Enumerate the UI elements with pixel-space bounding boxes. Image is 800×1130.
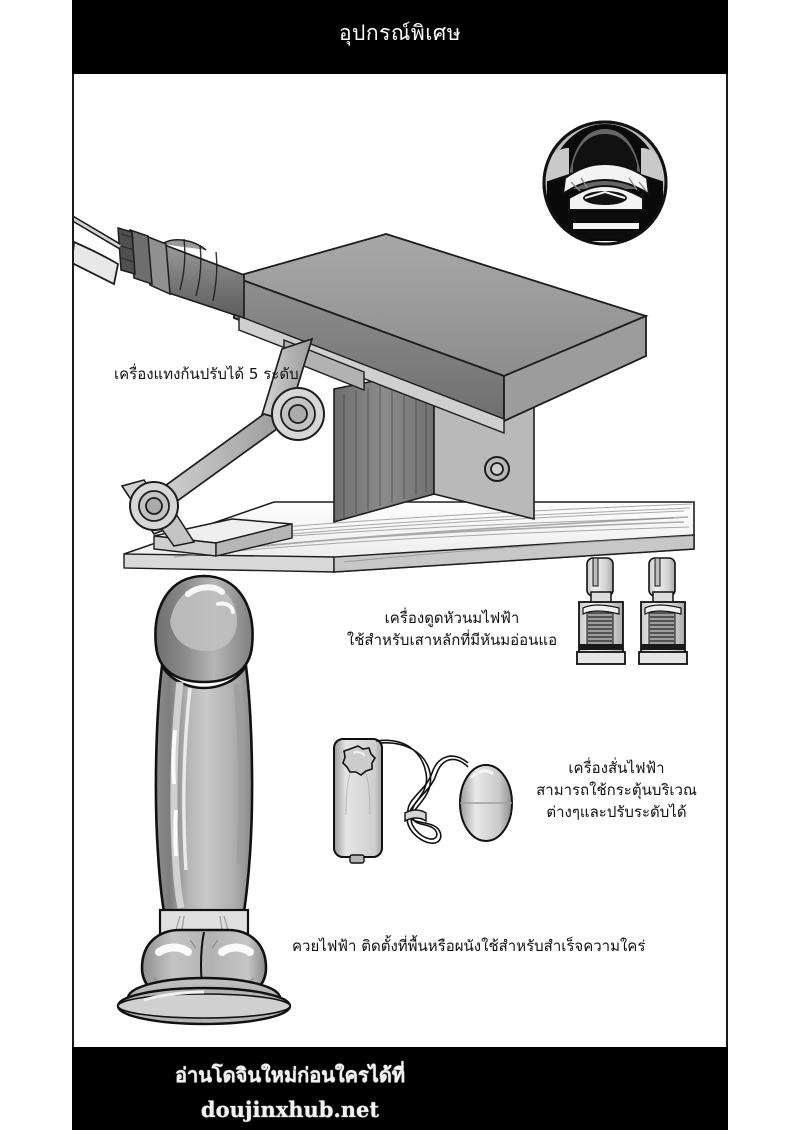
caption-nipple-pump-line1: เครื่องดูดหัวนมไฟฟ้า xyxy=(384,609,520,627)
footer-tagline: อ่านโดจินใหม่ก่อนใครได้ที่ xyxy=(174,1063,406,1087)
page-title: อุปกรณ์พิเศษ xyxy=(338,21,462,45)
caption-egg-vibrator: เครื่องสั่นไฟฟ้า สามารถใช้กระตุ้นบริเวณ … xyxy=(514,757,719,823)
pivot-joint-lower xyxy=(129,481,179,531)
dial-knob xyxy=(342,745,377,776)
caption-egg-vibrator-line1: เครื่องสั่นไฟฟ้า xyxy=(568,759,665,777)
pivot-joint-upper xyxy=(271,387,325,441)
push-rod xyxy=(74,215,121,250)
footer-bar: อ่านโดจินใหม่ก่อนใครได้ที่ doujinxhub.ne… xyxy=(72,1047,728,1130)
header-bar: อุปกรณ์พิเศษ xyxy=(72,0,728,74)
egg-vibrator-illustration xyxy=(326,729,516,879)
cable-clip xyxy=(404,809,427,823)
caption-nipple-pump-line2: ใช้สำหรับเสาหลักที่มีหันมอ่อนแอ xyxy=(346,631,558,649)
machine-attachment xyxy=(74,241,120,286)
caption-machine: เครื่องแทงก้นปรับได้ 5 ระดับ xyxy=(114,365,299,383)
suction-base xyxy=(116,976,292,1026)
pump-unit-right xyxy=(638,557,688,665)
cable xyxy=(375,739,469,844)
dildo-shaft xyxy=(154,662,254,914)
shaft-housing xyxy=(117,226,245,320)
caption-nipple-pump: เครื่องดูดหัวนมไฟฟ้า ใช้สำหรับเสาหลักที่… xyxy=(336,607,568,651)
caption-floor-dildo: ควยไฟฟ้า ติดตั้งที่พื้นหรือผนังใช้สำหรับ… xyxy=(292,937,646,955)
caption-egg-vibrator-line2: สามารถใช้กระตุ้นบริเวณ xyxy=(536,781,697,799)
thrusting-machine-illustration xyxy=(74,94,695,574)
caption-egg-vibrator-line3: ต่างๆและปรับระดับได้ xyxy=(546,803,687,821)
floor-dildo-illustration xyxy=(104,554,314,1026)
pump-unit-left xyxy=(576,557,626,665)
footer-site-url[interactable]: doujinxhub.net xyxy=(200,1097,380,1122)
remote-control-box xyxy=(333,738,383,864)
comic-panel: เครื่องแทงก้นปรับได้ 5 ระดับ เครื่องดูดห… xyxy=(72,74,728,1047)
nipple-pumps-illustration xyxy=(571,552,701,672)
egg-bullet xyxy=(459,764,513,842)
inset-detail-illustration xyxy=(535,118,675,248)
dildo-head xyxy=(154,574,254,684)
